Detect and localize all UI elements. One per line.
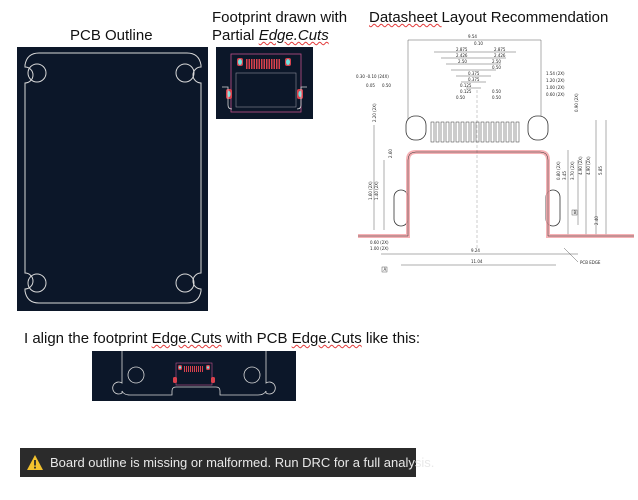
pcb-outline-view (17, 47, 208, 311)
aligned-shield-pad-br (211, 377, 215, 383)
caption-suffix: like this: (361, 330, 421, 347)
dim-2-426-b: 2.426 (494, 53, 506, 58)
footprint-drawing (222, 53, 307, 113)
datasheet-slot-bottom-left (393, 189, 409, 227)
dim-0-60: 0.60 (2X) (546, 92, 565, 97)
dim-0-10: 0.10 (474, 41, 483, 46)
caption-mid: with PCB (221, 330, 292, 347)
aligned-board-edge (112, 351, 276, 396)
shield-hole-top-right (286, 59, 290, 65)
pcb-outline-title: PCB Outline (70, 27, 153, 44)
footprint-title: Footprint drawn with Partial Edge.Cuts (212, 9, 347, 45)
datasheet-drawing: 9.54 0.10 2.875 2.875 2.426 2.426 2.50 2… (356, 30, 636, 280)
dim-0-30: 0.30 -0.10 (24X) (356, 74, 389, 79)
dim-2-20: 2.20 (2X) (372, 103, 377, 122)
mounting-hole-bottom-left (27, 273, 47, 293)
datasheet-slot-top-right (527, 115, 549, 141)
caption-edgecuts-2: Edge.Cuts (291, 330, 362, 347)
mounting-hole-top-right (175, 63, 195, 83)
pcb-outline-drawing (24, 52, 202, 304)
signal-pads (246, 59, 280, 69)
dim-1-40: 1.40 (2X) (374, 181, 379, 200)
dim-0-125-b: 0.125 (460, 89, 472, 94)
dim-0-125-a: 0.125 (460, 83, 472, 88)
dim-2-50-a: 2.50 (458, 59, 467, 64)
partial-edge-cuts (222, 86, 307, 110)
dim-9-24: 9.24 (471, 248, 480, 253)
dim-0-50-b: 0.50 (492, 89, 501, 94)
aligned-view (92, 351, 296, 401)
aligned-drawing (112, 351, 276, 396)
warning-triangle-icon (27, 455, 43, 470)
datum-marker-b: B (574, 210, 577, 215)
board-edge-cuts (24, 52, 202, 304)
datasheet-slot-top-left (405, 115, 427, 141)
footprint-title-edgecuts: Edge.Cuts (258, 27, 329, 44)
mounting-hole-bottom-right (175, 273, 195, 293)
dim-2-50-b: 2.50 (492, 59, 501, 64)
datasheet-svg: 9.54 0.10 2.875 2.875 2.426 2.426 2.50 2… (356, 34, 634, 273)
datasheet-title-rest: Layout Recommendation (441, 9, 609, 26)
aligned-shield-pad-bl (173, 377, 177, 383)
alignment-caption: I align the footprint Edge.Cuts with PCB… (24, 330, 420, 348)
footprint-title-prefix: Partial (212, 27, 259, 44)
datasheet-title-word: Datasheet (369, 9, 442, 26)
drc-warning-banner: Board outline is missing or malformed. R… (20, 448, 434, 477)
dim-1-20: 1.20 (2X) (546, 78, 565, 83)
caption-prefix: I align the footprint (24, 330, 152, 347)
warning-text: Board outline is missing or malformed. R… (50, 455, 435, 470)
dim-0-60-b: 0.60 (2X) (370, 240, 389, 245)
datasheet-pad-row (430, 121, 520, 143)
aligned-footprint-courtyard (175, 362, 213, 386)
dim-2-40: 2.40 (594, 216, 599, 225)
dim-2-875-a: 2.875 (456, 47, 468, 52)
dim-0-50-c: 0.50 (492, 95, 501, 100)
footprint-view (216, 47, 313, 119)
dim-5-85: 5.85 (598, 166, 603, 175)
pcb-edge-line (358, 151, 634, 237)
dim-3-45: 3.45 (562, 171, 567, 180)
pcb-edge-label: PCB EDGE (580, 260, 601, 265)
dim-0-50-e: 0.50 (382, 83, 391, 88)
dim-2-426-a: 2.426 (456, 53, 468, 58)
dim-0-90: 0.90 (2X) (574, 93, 579, 112)
footprint-courtyard (230, 53, 302, 113)
dim-11-04: 11.04 (471, 259, 483, 264)
dim-1-60: 1.60 (2X) (368, 181, 373, 200)
dim-3-70: 3.70 (2X) (570, 161, 575, 180)
aligned-hole-right (243, 366, 261, 384)
caption-edgecuts-1: Edge.Cuts (151, 330, 222, 347)
dim-0-05: 0.05 (366, 83, 375, 88)
dim-1-54: 1.54 (2X) (546, 71, 565, 76)
shield-hole-top-left (238, 59, 242, 65)
footprint-body (235, 72, 297, 108)
dim-4-90-b: 4.90 (2X) (586, 156, 591, 175)
dim-0-375-b: 0.375 (468, 77, 480, 82)
dim-2-875-b: 2.875 (494, 47, 506, 52)
dim-4-90-a: 4.90 (2X) (578, 156, 583, 175)
aligned-hole-left (127, 366, 145, 384)
dim-2-60: 2.60 (388, 149, 393, 158)
footprint-title-line1: Footprint drawn with (212, 9, 348, 26)
mounting-hole-top-left (27, 63, 47, 83)
dim-0-50-d: 0.50 (456, 95, 465, 100)
dim-1-00: 1.00 (2X) (546, 85, 565, 90)
dim-0-375-a: 0.375 (468, 71, 480, 76)
aligned-signal-pads (184, 366, 203, 372)
datasheet-title: Datasheet Layout Recommendation (369, 9, 608, 27)
dim-0-50-a: 0.50 (492, 65, 501, 70)
dim-9-54: 9.54 (468, 34, 477, 39)
datum-marker-a: A (384, 267, 387, 272)
dim-1-00-b: 1.00 (2X) (370, 246, 389, 251)
dim-0-80: 0.80 (2X) (556, 161, 561, 180)
